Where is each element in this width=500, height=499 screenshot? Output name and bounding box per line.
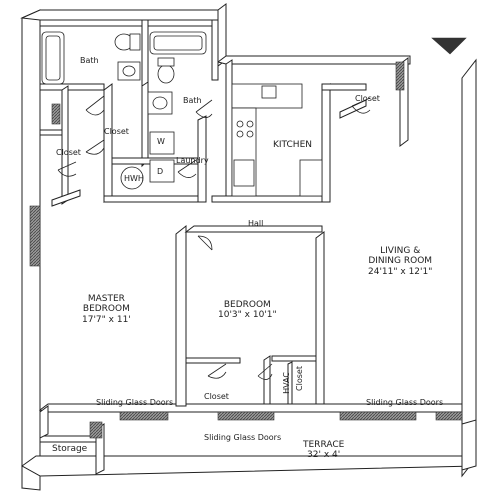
glass-panels <box>29 37 467 439</box>
hvac-label: HVAC <box>282 372 291 394</box>
terrace-size: 32' x 4' <box>307 450 341 461</box>
living-name-line2: DINING ROOM <box>368 256 433 267</box>
terrace-label: TERRACE 32' x 4' <box>303 440 344 461</box>
closet-center-label: Closet <box>104 127 129 136</box>
closet-left-label: Closet <box>56 148 81 157</box>
fixtures <box>41 31 323 197</box>
master-bedroom-label: MASTER BEDROOM 17'7" x 11' <box>82 294 131 325</box>
bedroom-label: BEDROOM 10'3" x 10'1" <box>218 300 277 321</box>
bedroom-name: BEDROOM <box>223 300 271 310</box>
closet-hvac-label: Closet <box>295 366 304 391</box>
laundry-label: Laundry <box>176 156 209 165</box>
closet-right-label: Closet <box>355 94 380 103</box>
terrace-name: TERRACE <box>303 440 345 450</box>
washer-label: W <box>157 137 165 146</box>
sliding-doors-terrace-label: Sliding Glass Doors <box>204 433 282 442</box>
master-size: 17'7" x 11' <box>82 314 131 325</box>
living-name-line1: LIVING & <box>380 246 421 256</box>
sliding-doors-right-label: Sliding Glass Doors <box>366 398 444 407</box>
hall-label: Hall <box>248 219 264 228</box>
water-heater-label: HWH <box>124 174 144 183</box>
bedroom-size: 10'3" x 10'1" <box>218 310 277 321</box>
living-dining-label: LIVING & DINING ROOM 24'11" x 12'1" <box>368 246 432 277</box>
kitchen-label: KITCHEN <box>273 140 312 150</box>
outer-walls <box>20 3 477 491</box>
bath-upper-label: Bath <box>80 56 99 65</box>
living-size: 24'11" x 12'1" <box>368 266 433 277</box>
bath-lower-label: Bath <box>183 96 202 105</box>
sliding-doors-left-label: Sliding Glass Doors <box>96 398 174 407</box>
closet-bedroom-label: Closet <box>204 392 229 401</box>
master-name-line2: BEDROOM <box>82 304 130 315</box>
interior-walls <box>39 19 409 475</box>
storage-label: Storage <box>52 444 88 454</box>
dryer-label: D <box>157 167 164 176</box>
door-swings <box>57 95 371 380</box>
master-name-line1: MASTER <box>87 294 125 304</box>
